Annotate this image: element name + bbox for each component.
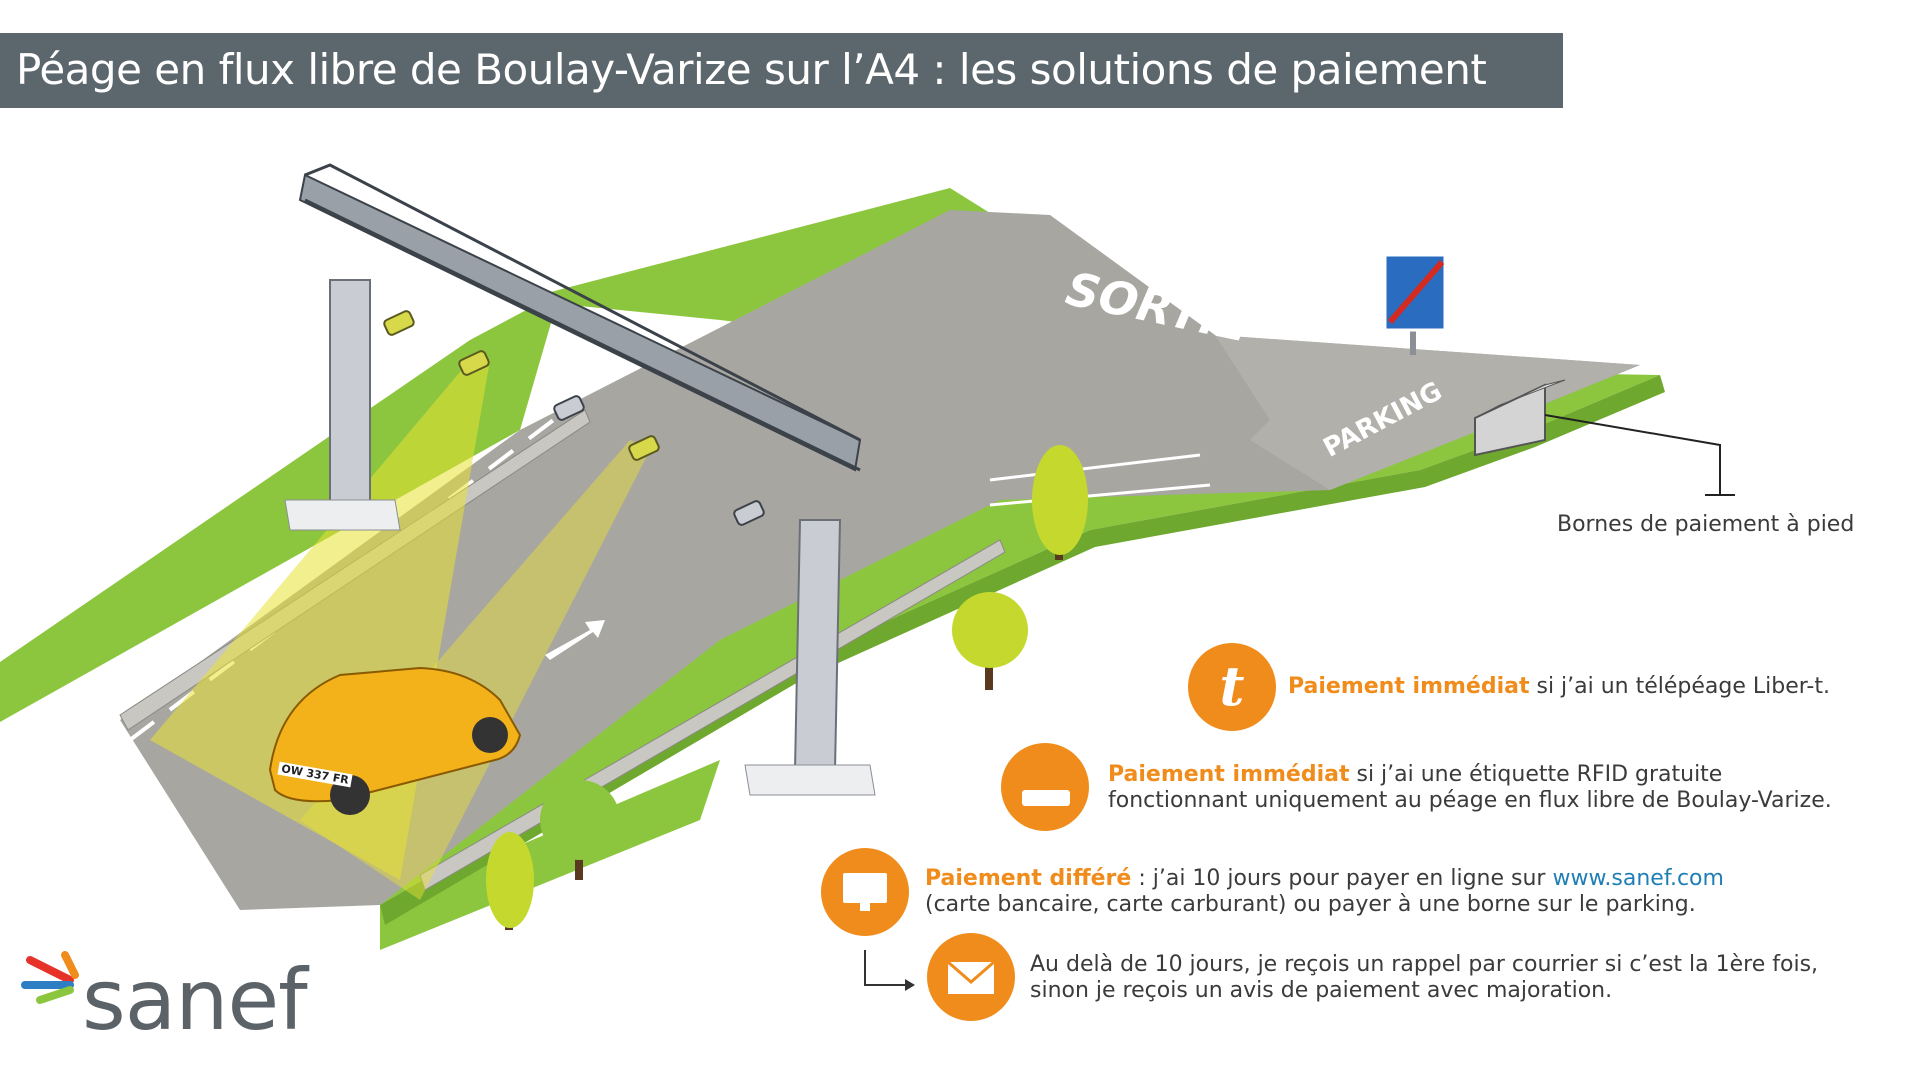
tree-2 (952, 592, 1028, 690)
grass-lower (380, 760, 720, 950)
sign-post (1410, 325, 1416, 355)
yellow-car (268, 666, 522, 803)
payment-deferred-title: Paiement différé (925, 866, 1132, 891)
gantry-base-right (744, 764, 876, 796)
gantry-beam (298, 173, 862, 472)
payment-liber-t: Paiement immédiat si j’ai un télépéage L… (1288, 674, 1830, 699)
payment-liber-t-text: si j’ai un télépéage Liber-t. (1529, 674, 1830, 699)
lane-line-exit-2 (989, 453, 1201, 482)
title-bar: Péage en flux libre de Boulay-Varize sur… (0, 33, 1563, 108)
camera-3 (553, 395, 585, 421)
grass-left (0, 292, 560, 722)
car-wheel-rear (472, 717, 508, 753)
payment-rfid-text: si j’ai une étiquette RFID gratuite (1349, 762, 1723, 787)
tree-3 (540, 780, 620, 880)
payment-deferred: Paiement différé : j’ai 10 jours pour pa… (925, 866, 1724, 918)
tree-1 (1032, 445, 1088, 560)
sanef-website-link[interactable]: www.sanef.com (1552, 866, 1724, 891)
svg-text:t: t (1220, 654, 1245, 718)
payment-liber-t-title: Paiement immédiat (1288, 674, 1530, 699)
flow-arrow-head (905, 979, 915, 991)
payment-deferred-text: : j’ai 10 jours pour payer en ligne sur (1131, 866, 1553, 891)
liber-t-badge-icon (1188, 643, 1276, 731)
payment-rfid-text-2: fonctionnant uniquement au péage en flux… (1108, 788, 1832, 813)
camera-4 (628, 435, 660, 461)
camera-5 (733, 500, 765, 526)
direction-arrow (545, 620, 605, 660)
gantry-railing-mid (304, 198, 861, 472)
gantry-leg-left (329, 279, 371, 511)
kiosk-pointer-line (1544, 414, 1721, 495)
flow-arrow (864, 950, 905, 986)
camera-1 (383, 310, 415, 336)
lane-line (128, 398, 582, 742)
payment-rfid: Paiement immédiat si j’ai une étiquette … (1108, 762, 1832, 814)
page-title: Péage en flux libre de Boulay-Varize sur… (16, 45, 1487, 94)
gantry-railing-top (304, 163, 861, 442)
parking-area (1215, 335, 1640, 490)
gantry-base-left (284, 499, 401, 531)
payment-kiosk-top (1474, 379, 1566, 419)
sanef-logo-text: sanef (82, 951, 308, 1049)
payment-deferred-text-2: (carte bancaire, carte carburant) ou pay… (925, 892, 1696, 917)
payment-reminder: Au delà de 10 jours, je reçois un rappel… (1030, 952, 1818, 1004)
gantry-leg-right (793, 519, 842, 771)
sign-strike (1387, 260, 1445, 324)
sanef-logo-mark (21, 951, 79, 1004)
lane-line-exit (989, 483, 1211, 507)
bornes-label: Bornes de paiement à pied (1557, 512, 1855, 537)
payment-reminder-text-2: sinon je reçois un avis de paiement avec… (1030, 978, 1613, 1003)
camera-2 (458, 350, 490, 376)
tree-4 (486, 832, 534, 930)
payment-rfid-title: Paiement immédiat (1108, 762, 1350, 787)
rfid-tag-icon (1001, 743, 1089, 831)
payment-reminder-text: Au delà de 10 jours, je reçois un rappel… (1030, 952, 1819, 977)
